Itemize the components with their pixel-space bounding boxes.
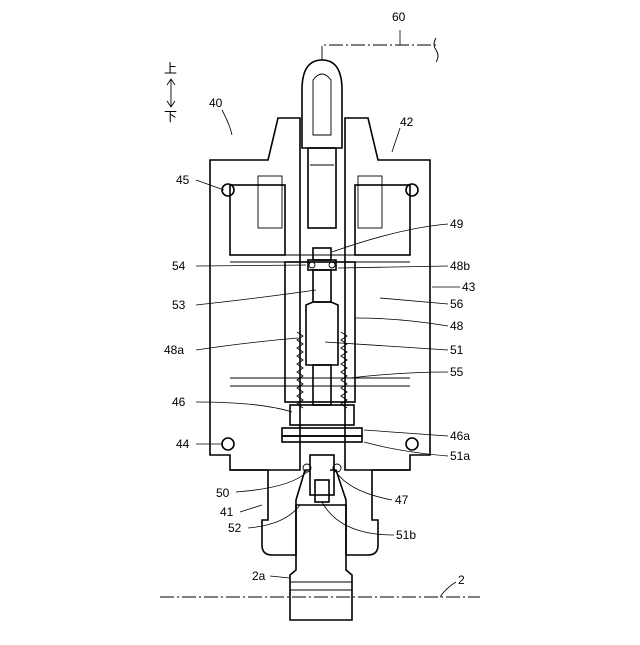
leader-48a — [196, 338, 298, 350]
upper-housing-42 — [210, 118, 430, 470]
housing-right-pocket — [355, 185, 410, 255]
axis-line-60 — [322, 45, 436, 60]
label-42: 42 — [400, 115, 414, 129]
label-48: 48 — [450, 319, 464, 333]
rod-upper — [313, 270, 331, 302]
direction-down-label: 下 — [164, 110, 177, 125]
left-rib — [258, 176, 282, 228]
leader-41 — [240, 505, 262, 512]
label-41: 41 — [220, 505, 234, 519]
leader-2a — [270, 576, 290, 578]
center-lines — [160, 38, 480, 597]
leader-53 — [196, 290, 316, 305]
label-46: 46 — [172, 395, 186, 409]
label-45: 45 — [176, 173, 190, 187]
break-mark — [434, 38, 438, 62]
leader-2 — [440, 582, 456, 597]
label-60: 60 — [392, 10, 406, 24]
direction-indicator: 上 下 — [164, 62, 177, 125]
seal-ball-left — [309, 262, 315, 268]
label-49: 49 — [450, 217, 464, 231]
valve-rod-53 — [306, 270, 338, 405]
label-47: 47 — [395, 493, 409, 507]
housing-left-pocket — [230, 185, 285, 255]
label-51: 51 — [450, 343, 464, 357]
leader-50 — [236, 472, 307, 492]
o-ring-right-upper — [406, 184, 418, 196]
leader-54 — [196, 265, 306, 266]
label-54: 54 — [172, 259, 186, 273]
plunger-shaft — [308, 148, 336, 228]
label-51b: 51b — [396, 528, 416, 542]
leader-46a — [364, 430, 448, 436]
plate-46a-lower — [282, 436, 362, 442]
top-plunger — [302, 60, 342, 228]
leader-40 — [222, 110, 232, 135]
plunger-bore — [313, 74, 331, 135]
rod-lower — [313, 365, 331, 405]
o-ring-44 — [222, 438, 234, 450]
plate-46a — [282, 428, 362, 436]
leader-48 — [355, 318, 448, 326]
label-43: 43 — [462, 280, 476, 294]
label-44: 44 — [176, 437, 190, 451]
spring-seat-46 — [282, 405, 362, 442]
leader-52 — [248, 505, 300, 528]
stopper-cap — [313, 248, 331, 260]
leader-42 — [392, 128, 400, 152]
leader-lines — [196, 30, 460, 597]
valve-tip-51b — [315, 480, 329, 502]
leader-56 — [380, 298, 448, 304]
label-48a: 48a — [164, 343, 184, 357]
direction-up-label: 上 — [164, 62, 177, 77]
valve-body-51 — [306, 302, 338, 365]
label-48b: 48b — [450, 259, 470, 273]
lower-housing-right — [330, 470, 410, 555]
label-53: 53 — [172, 298, 186, 312]
lower-housing-left — [230, 470, 310, 555]
leader-55 — [350, 372, 448, 378]
label-55: 55 — [450, 365, 464, 379]
tube-body — [290, 505, 352, 620]
label-2a: 2a — [252, 569, 266, 583]
seal-ball-right — [329, 262, 335, 268]
label-56: 56 — [450, 297, 464, 311]
label-50: 50 — [216, 486, 230, 500]
o-ring-right-lower — [406, 438, 418, 450]
label-52: 52 — [228, 521, 242, 535]
label-51a: 51a — [450, 449, 470, 463]
tube-2a — [290, 505, 352, 620]
spring-55 — [297, 332, 347, 408]
valve-stem-50 — [310, 455, 334, 495]
housing-right-wall — [345, 118, 430, 470]
label-46a: 46a — [450, 429, 470, 443]
label-40: 40 — [209, 96, 223, 110]
label-2: 2 — [458, 573, 465, 587]
o-rings — [222, 184, 418, 450]
leader-51b — [322, 502, 394, 535]
right-rib — [358, 176, 382, 228]
stopper-49 — [308, 248, 336, 270]
